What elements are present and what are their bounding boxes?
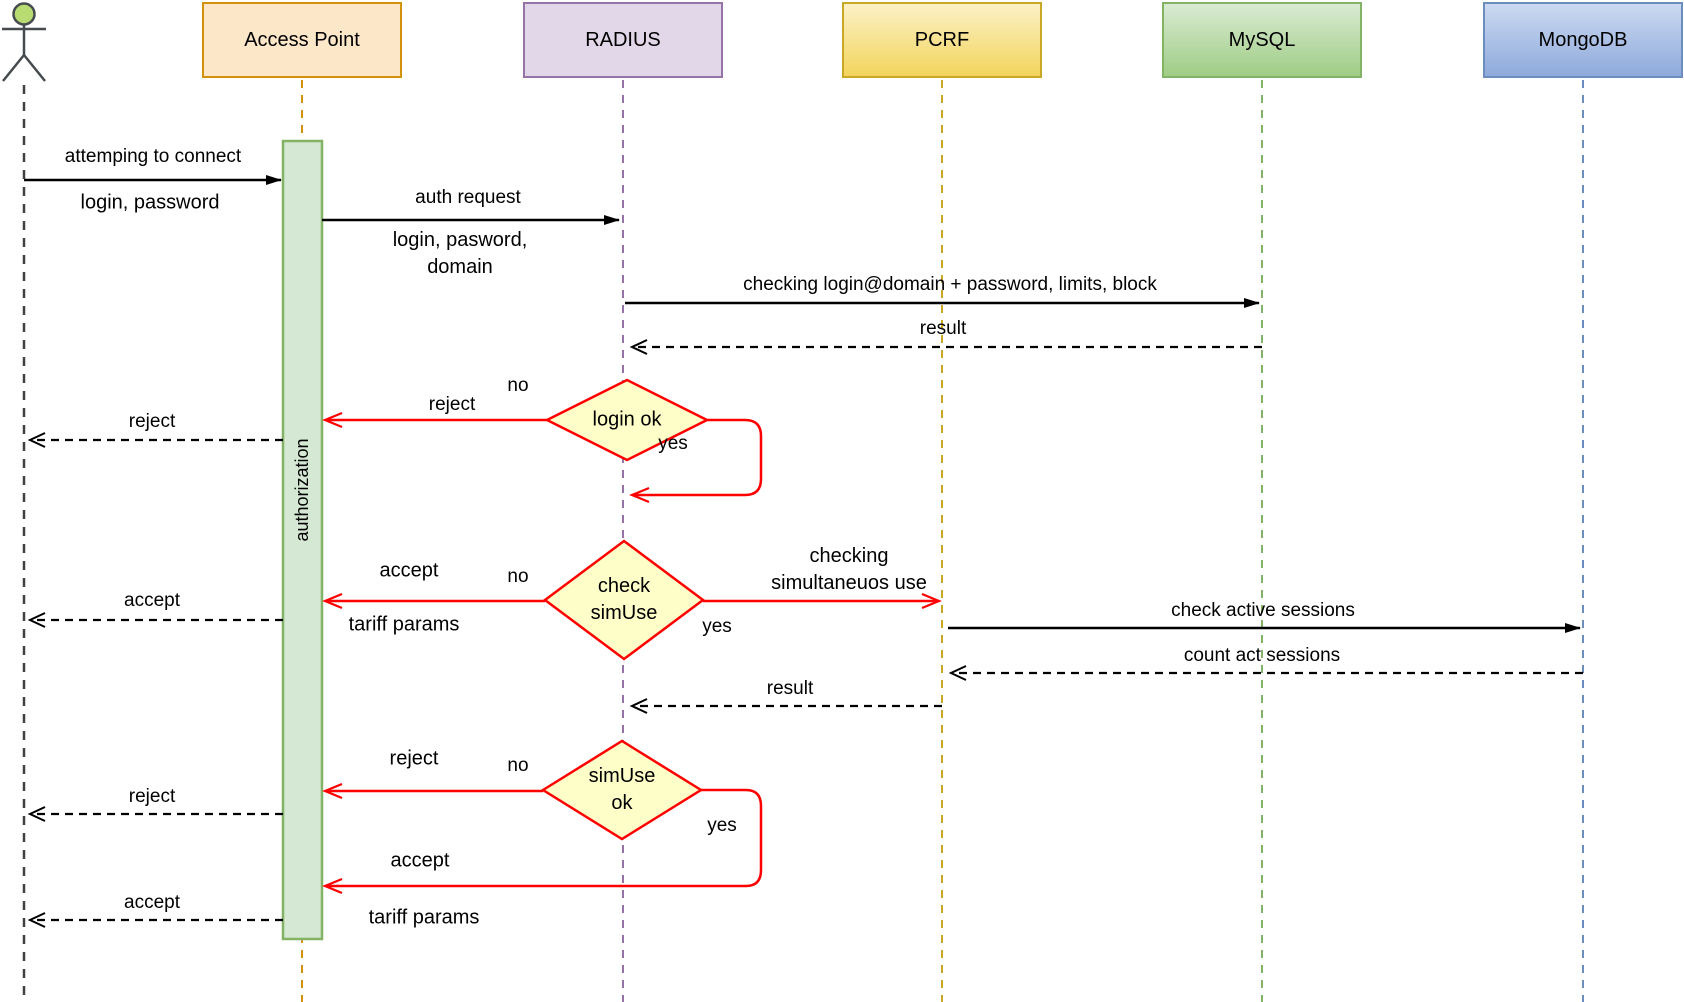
label-check-active-sessions: check active sessions xyxy=(1171,600,1355,622)
label-accept-ap-2: accept xyxy=(124,892,180,914)
label-reject-ap: reject xyxy=(128,411,176,433)
participant-radius: RADIUS xyxy=(523,2,723,78)
decision-simuse-ok-label: simUse ok xyxy=(588,765,656,814)
label-accept-radius-2: accept xyxy=(390,849,450,872)
participant-pcrf-label: PCRF xyxy=(914,28,970,51)
label-reject-radius-2: reject xyxy=(389,747,439,770)
actor-leg-left xyxy=(2,54,25,82)
actor-head xyxy=(12,2,36,26)
label-no-simuse-ok: no xyxy=(507,755,529,777)
label-accept-radius: accept xyxy=(379,559,439,582)
label-result-mysql: result xyxy=(919,318,967,340)
label-no-login-ok: no xyxy=(507,375,529,397)
participant-mysql: MySQL xyxy=(1162,2,1362,78)
message-accept-radius-2-arrow xyxy=(322,788,763,895)
actor-figure xyxy=(2,2,46,82)
decision-login-ok-label: login ok xyxy=(592,408,662,431)
label-yes-login-ok: yes xyxy=(658,433,688,455)
decision-login-ok xyxy=(544,378,710,462)
label-count-act-sessions: count act sessions xyxy=(1183,645,1341,667)
label-no-check-simuse: no xyxy=(507,566,529,588)
label-yes-simuse-ok: yes xyxy=(707,815,737,837)
label-reject-ap-2: reject xyxy=(128,786,176,808)
label-auth-request: auth request xyxy=(415,187,521,209)
decision-check-simuse xyxy=(542,539,706,661)
label-attempt: attemping to connect xyxy=(64,146,242,168)
activation-bar-authorization xyxy=(281,139,324,941)
participant-access-point: Access Point xyxy=(202,2,402,78)
participant-radius-label: RADIUS xyxy=(585,28,661,51)
decision-login-ok-yes-loop xyxy=(629,418,763,504)
participant-mysql-label: MySQL xyxy=(1228,28,1296,51)
decision-check-simuse-label: check simUse xyxy=(590,575,658,624)
participant-mongodb: MongoDB xyxy=(1483,2,1683,78)
label-attempt-params: login, password xyxy=(80,191,220,214)
label-tariff-params-1: tariff params xyxy=(348,613,460,636)
actor-leg-right xyxy=(23,54,46,82)
label-check-login: checking login@domain + password, limits… xyxy=(743,274,1157,296)
label-auth-request-params: login, pasword, domain xyxy=(392,229,528,278)
label-check-simultaneous: checking simultaneuos use xyxy=(771,545,927,594)
participant-access-point-label: Access Point xyxy=(244,28,360,51)
label-reject-radius: reject xyxy=(428,394,476,416)
label-result-pcrf: result xyxy=(766,678,814,700)
activation-bar-label: authorization xyxy=(291,438,312,542)
participant-pcrf: PCRF xyxy=(842,2,1042,78)
label-tariff-params-2: tariff params xyxy=(368,906,480,929)
label-accept-ap: accept xyxy=(124,590,180,612)
participant-mongodb-label: MongoDB xyxy=(1538,28,1628,51)
decision-simuse-ok xyxy=(540,739,704,841)
label-yes-check-simuse: yes xyxy=(702,616,732,638)
